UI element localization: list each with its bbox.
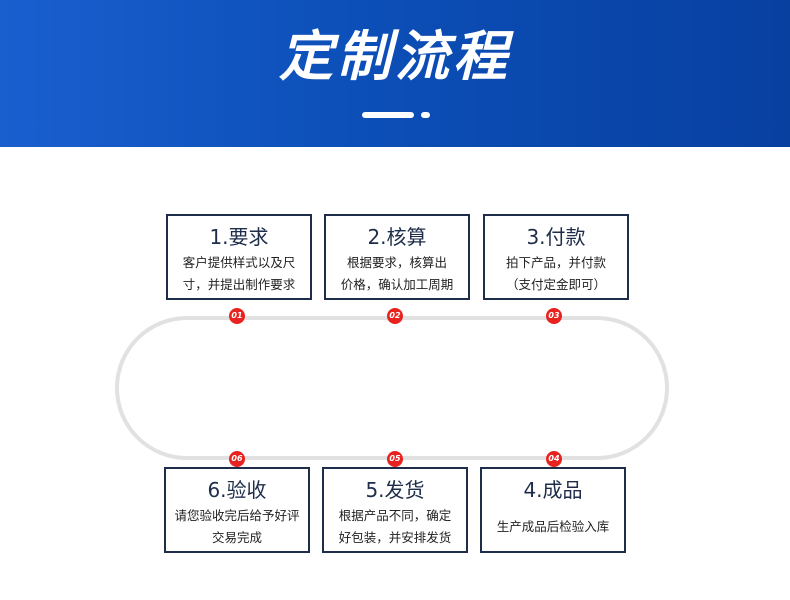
step-title: 1.要求: [209, 225, 269, 249]
step-number-badge: 04: [546, 451, 562, 467]
step-desc-line: 客户提供样式以及尺: [182, 255, 296, 270]
step-title: 4.成品: [523, 478, 583, 502]
step-desc: 客户提供样式以及尺 寸，并提出制作要求: [168, 252, 310, 296]
page-title: 定制流程: [279, 25, 511, 88]
step-card-5: 5.发货 根据产品不同，确定 好包装，并安排发货: [322, 467, 468, 553]
title-underline: [362, 112, 414, 118]
step-desc-line: 好包装，并安排发货: [338, 530, 452, 545]
step-desc-line: 价格，确认加工周期: [340, 277, 454, 292]
step-desc-line: 拍下产品，并付款: [505, 255, 606, 270]
step-card-4: 4.成品 生产成品后检验入库: [480, 467, 626, 553]
step-desc: 根据产品不同，确定 好包装，并安排发货: [324, 505, 466, 549]
step-desc-line: 寸，并提出制作要求: [182, 277, 296, 292]
step-desc-line: 生产成品后检验入库: [496, 519, 610, 534]
step-card-2: 2.核算 根据要求，核算出 价格，确认加工周期: [324, 214, 470, 300]
step-desc-line: 请您验收完后给予好评: [174, 508, 300, 523]
step-desc-line: （支付定金即可）: [505, 277, 606, 292]
step-desc: 请您验收完后给予好评 交易完成: [166, 505, 308, 549]
step-number-badge: 05: [387, 451, 403, 467]
step-number-badge: 03: [546, 308, 562, 324]
step-desc-line: 根据要求，核算出: [346, 255, 447, 270]
header-banner: 定制流程: [0, 0, 790, 147]
step-card-6: 6.验收 请您验收完后给予好评 交易完成: [164, 467, 310, 553]
step-title: 6.验收: [207, 478, 267, 502]
step-title: 3.付款: [526, 225, 586, 249]
step-desc: 根据要求，核算出 价格，确认加工周期: [326, 252, 468, 296]
step-number-badge: 02: [387, 308, 403, 324]
step-desc: 拍下产品，并付款 （支付定金即可）: [485, 252, 627, 296]
step-title: 2.核算: [367, 225, 427, 249]
step-card-1: 1.要求 客户提供样式以及尺 寸，并提出制作要求: [166, 214, 312, 300]
title-underline-dot: [421, 112, 430, 118]
process-track: [115, 316, 669, 460]
step-title: 5.发货: [365, 478, 425, 502]
step-number-badge: 06: [229, 451, 245, 467]
step-desc-line: 根据产品不同，确定: [338, 508, 452, 523]
step-number-badge: 01: [229, 308, 245, 324]
step-desc: 生产成品后检验入库: [482, 516, 624, 538]
step-desc-line: 交易完成: [211, 530, 262, 545]
step-card-3: 3.付款 拍下产品，并付款 （支付定金即可）: [483, 214, 629, 300]
